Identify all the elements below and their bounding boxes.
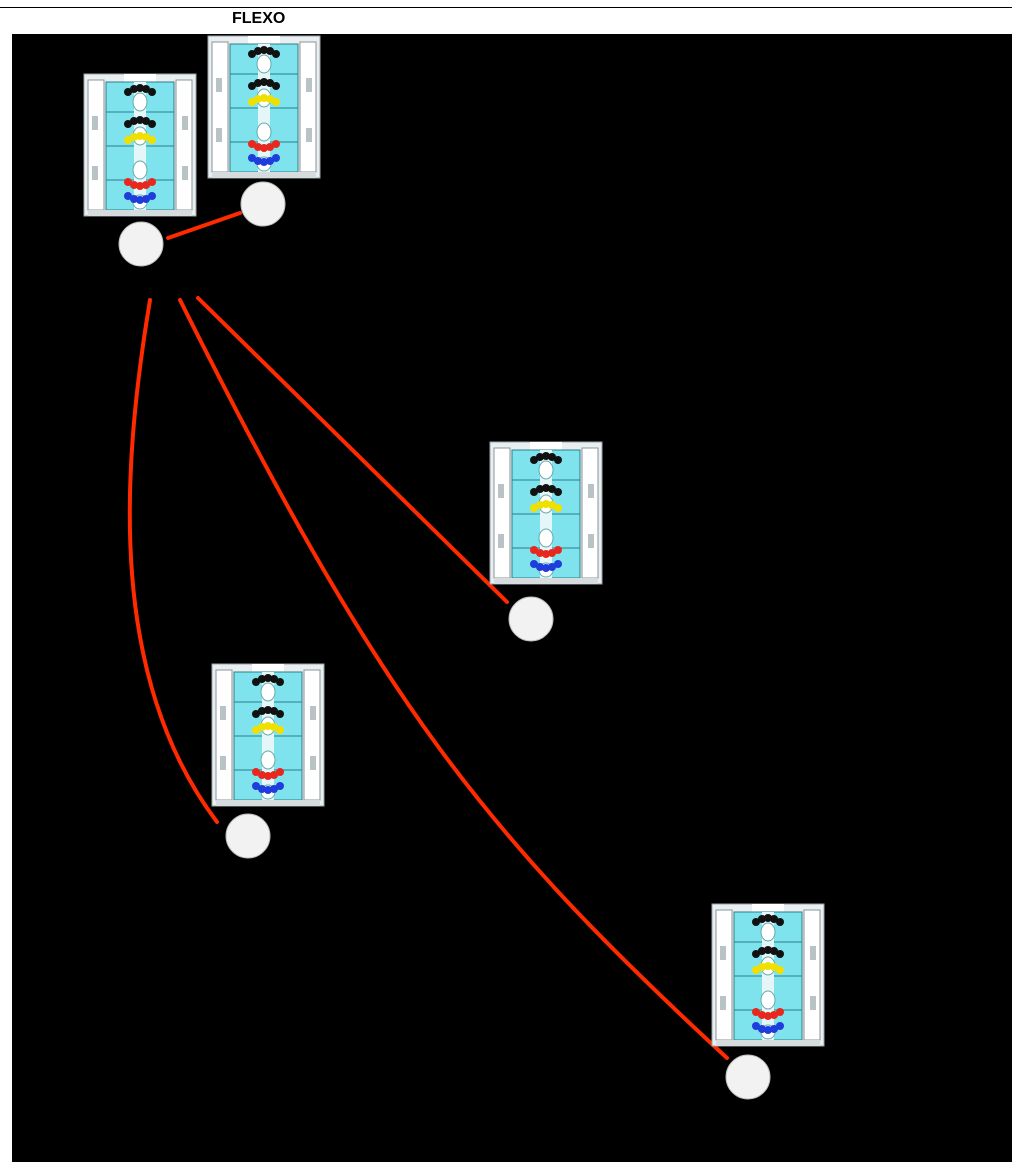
flexo-press-icon — [489, 441, 603, 585]
flexo-press-icon — [83, 73, 197, 217]
node-2[interactable] — [240, 181, 286, 227]
connector-hub-node-2 — [166, 211, 242, 240]
connector-hub-node-5 — [178, 298, 729, 1060]
node-3[interactable] — [508, 596, 554, 642]
top-rule — [0, 7, 1012, 8]
node-5[interactable] — [725, 1054, 771, 1100]
flexo-press-icon — [711, 903, 825, 1047]
node-hub[interactable] — [118, 221, 164, 267]
connector-hub-node-3 — [196, 296, 509, 604]
flexo-press-icon — [207, 35, 321, 179]
connector-hub-node-4 — [127, 298, 219, 824]
node-4[interactable] — [225, 813, 271, 859]
diagram-title: FLEXO — [232, 10, 286, 27]
diagram-canvas — [12, 34, 1012, 1162]
flexo-press-icon — [211, 663, 325, 807]
